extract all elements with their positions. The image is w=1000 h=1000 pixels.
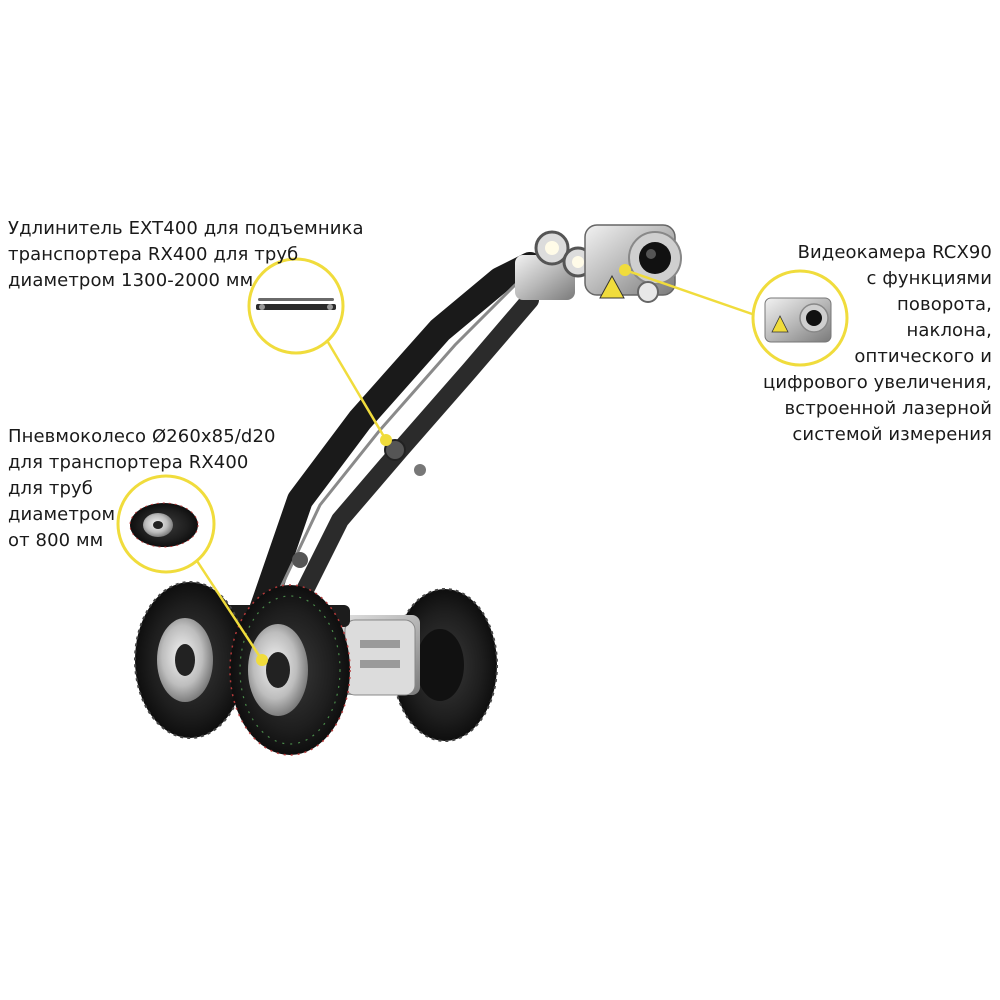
wheel-label-line: для транспортера RX400 [8, 452, 249, 473]
wheel-callout-circle [116, 474, 216, 574]
camera-label-line: встроенной лазерной [784, 398, 992, 419]
extender-bar-icon [256, 298, 336, 310]
wheel-label-line: диаметром [8, 504, 116, 525]
camera-label-line: цифрового увеличения, [763, 372, 992, 393]
extender-label-line: транспортера RX400 для труб [8, 244, 299, 265]
camera-head [534, 224, 682, 303]
camera-label-line: Видеокамера RCX90 [797, 242, 992, 263]
wheel-label-line: для труб [8, 478, 93, 499]
tire-icon [129, 502, 199, 548]
camera-label-line: наклона, [906, 320, 992, 341]
wheel-label: Пневмоколесо Ø260x85/d20 для транспортер… [8, 424, 276, 554]
extender-label: Удлинитель EXT400 для подъемника транспо… [8, 216, 364, 294]
camera-label-line: оптического и [854, 346, 992, 367]
camera-callout-circle [751, 269, 849, 367]
camera-label: Видеокамера RCX90 с функциями поворота, … [763, 240, 992, 448]
front-right-wheel [229, 584, 351, 756]
extender-label-line: диаметром 1300-2000 мм [8, 270, 254, 291]
camera-label-line: поворота, [897, 294, 992, 315]
camera-label-line: системой измерения [792, 424, 992, 445]
extender-label-line: Удлинитель EXT400 для подъемника [8, 218, 364, 239]
camera-icon [764, 297, 832, 343]
wheel-label-line: Пневмоколесо Ø260x85/d20 [8, 426, 276, 447]
wheel-label-line: от 800 мм [8, 530, 104, 551]
camera-label-line: с функциями [866, 268, 992, 289]
front-left-wheel [134, 581, 246, 739]
extender-callout-circle [247, 257, 345, 355]
